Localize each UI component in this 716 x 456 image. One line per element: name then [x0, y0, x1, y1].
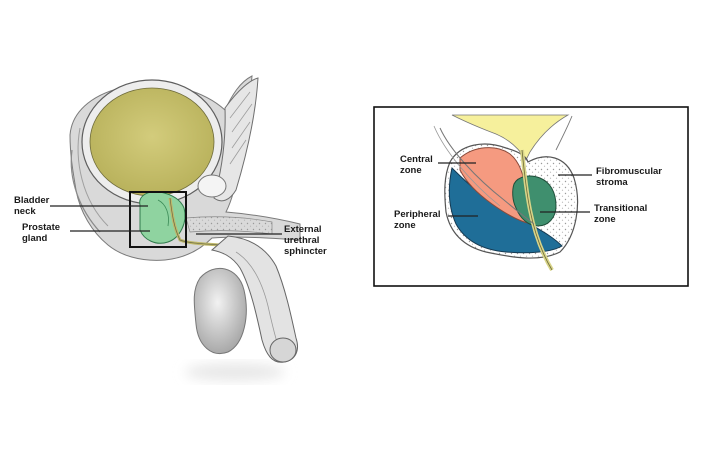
urethra-zonal-outline: [521, 149, 553, 271]
duct-wall: [433, 125, 501, 207]
rectal-wall-inner: [77, 127, 109, 227]
peripheral-zone-label-line2: zone: [394, 220, 416, 231]
transitional-zone: [512, 175, 557, 227]
glans: [269, 337, 297, 363]
fibromuscular-label-line1: Fibromuscular: [596, 166, 662, 177]
bladder: [89, 87, 215, 197]
scrotum: [193, 268, 247, 354]
bone-hatch: [231, 103, 253, 133]
bone-hatch: [229, 91, 251, 119]
rectal-wall: [70, 149, 101, 233]
fibromuscular-label-line2: stroma: [596, 177, 628, 188]
prostate-gland-label-line2: gland: [22, 233, 48, 244]
zonal-diagram: [373, 106, 689, 287]
bone-hatch: [231, 121, 251, 149]
prostate-gland-label-line1: Prostate: [22, 222, 61, 233]
capsule-edge: [555, 115, 573, 151]
bladder-neck-label: Bladder neck: [14, 195, 49, 217]
bladder-neck-label-line2: neck: [14, 206, 36, 217]
external-urethral-sphincter-label: External urethral sphincter: [284, 224, 327, 257]
pubic-bone: [213, 77, 259, 202]
peripheral-zone-label-line1: Peripheral: [394, 209, 441, 220]
central-zone-label-line2: zone: [400, 165, 422, 176]
central-zone-label: Central zone: [400, 154, 433, 176]
transitional-zone-label: Transitional zone: [594, 203, 647, 225]
zoom-box: [129, 191, 187, 248]
central-zone-label-line1: Central: [400, 154, 433, 165]
transitional-label-line1: Transitional: [594, 203, 648, 214]
shadow: [185, 363, 285, 381]
fibromuscular-stroma-label: Fibromuscular stroma: [596, 166, 662, 188]
prostate-lobe-line: [157, 199, 169, 227]
sphincter-label-line2: urethral: [284, 235, 320, 246]
seminal-vesicle: [197, 174, 227, 198]
ejaculatory-duct: [439, 127, 535, 225]
sagittal-section: [50, 75, 301, 381]
sphincter-label-line1: External: [284, 224, 322, 235]
prostate-gland-label: Prostate gland: [22, 222, 60, 244]
sphincter-label-line3: sphincter: [284, 246, 327, 257]
peripheral-zone-label: Peripheral zone: [394, 209, 440, 231]
bone-hatch: [229, 139, 247, 165]
bladder-neck-label-line1: Bladder: [14, 195, 50, 206]
transitional-label-line2: zone: [594, 214, 616, 225]
bladder-urine: [451, 114, 570, 161]
